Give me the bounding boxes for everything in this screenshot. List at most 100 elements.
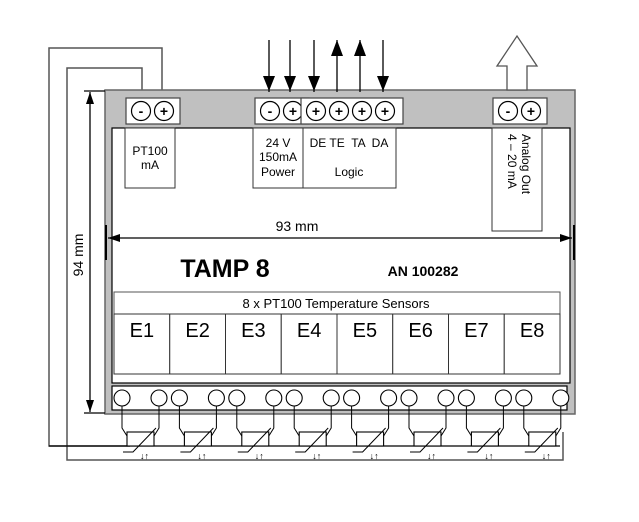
sensor-terminal-e8-1[interactable]: [515, 389, 533, 407]
power-label-line1: 24 V: [266, 136, 291, 150]
minus-sign-icon: -: [268, 103, 273, 119]
pt100-sensor-e8-icon: [528, 431, 557, 447]
pt100-sensor-e3-icon: [241, 431, 270, 447]
temperature-arrows-icon: ↓↑: [542, 451, 551, 461]
sensor-lead: [408, 406, 415, 437]
sensor-lead: [351, 406, 358, 437]
temperature-arrows-icon: ↓↑: [427, 451, 436, 461]
resistor-slash: [352, 427, 386, 453]
signal-in-arrow-icon: [284, 76, 296, 91]
plus-sign-icon: +: [289, 103, 297, 119]
logic-terminal-2[interactable]: [328, 100, 350, 122]
sensor-terminal-e1-2[interactable]: [150, 389, 168, 407]
logic-signal-names: DE TE TA DA: [310, 136, 389, 150]
analog-label-line1: Analog Out: [519, 134, 533, 195]
analog-output-arrow-icon: [495, 34, 539, 91]
signal-in-arrow-icon: [308, 76, 320, 91]
width-arrowhead-left-icon: [108, 234, 120, 242]
pt100-label-box: [124, 127, 176, 189]
width-label: 93 mm: [276, 218, 319, 234]
sensor-lead: [465, 406, 472, 437]
logic-label-box: [302, 127, 397, 189]
sensor-lead: [383, 406, 390, 437]
pt100-sensor-e1-icon: [126, 431, 155, 447]
sensor-lead: [523, 406, 530, 437]
sensor-terminal-e6-2[interactable]: [437, 389, 455, 407]
temperature-arrows-icon: ↓↑: [312, 451, 321, 461]
channel-cell-e5: [336, 313, 394, 375]
sensor-header: 8 x PT100 Temperature Sensors: [243, 296, 430, 311]
plus-sign-icon: +: [160, 103, 168, 119]
analog-label-line2: 4 – 20 mA: [505, 134, 519, 189]
resistor-slash: [123, 427, 157, 453]
sensor-lead: [236, 406, 243, 437]
height-arrowhead-top-icon: [86, 92, 94, 104]
sensor-terminal-e7-2[interactable]: [494, 389, 512, 407]
resistor-slash: [295, 427, 329, 453]
resistor-slash: [180, 427, 214, 453]
sensor-lead: [178, 406, 185, 437]
height-label: 94 mm: [70, 234, 86, 277]
channel-cell-e4: [280, 313, 338, 375]
article-number: AN 100282: [388, 263, 459, 279]
analog-terminal-1[interactable]: [497, 100, 519, 122]
plus-sign-icon: +: [381, 103, 389, 119]
pt100-sensor-e2-icon: [183, 431, 212, 447]
sensor-terminal-e6-1[interactable]: [400, 389, 418, 407]
sensor-lead: [497, 406, 504, 437]
pt100-label-line2: mA: [141, 158, 159, 172]
sensor-terminal-e4-2[interactable]: [322, 389, 340, 407]
pt100-sensor-e4-icon: [298, 431, 327, 447]
sensor-terminal-e4-1[interactable]: [285, 389, 303, 407]
pt100-terminal-1[interactable]: [130, 100, 152, 122]
sensor-terminal-e3-2[interactable]: [265, 389, 283, 407]
inner-loop-wire: [66, 67, 564, 461]
signal-in-arrow-icon: [263, 76, 275, 91]
power-label-box: [252, 127, 304, 189]
pt100-label-line1: PT100: [132, 144, 168, 158]
minus-sign-icon: -: [506, 103, 511, 119]
sensor-lead: [555, 406, 562, 437]
channel-label: E2: [185, 320, 209, 342]
sensor-terminal-e1-1[interactable]: [113, 389, 131, 407]
channel-cell-e6: [392, 313, 449, 375]
analog-label-box: [491, 127, 543, 232]
sensor-lead: [121, 406, 128, 437]
sensor-terminal-e7-1[interactable]: [457, 389, 475, 407]
temperature-arrows-icon: ↓↑: [255, 451, 264, 461]
sensor-terminal-e2-2[interactable]: [207, 389, 225, 407]
signal-out-arrow-icon: [331, 40, 343, 56]
plus-sign-icon: +: [358, 103, 366, 119]
pt100-terminal-2[interactable]: [153, 100, 175, 122]
sensor-terminal-e8-2[interactable]: [552, 389, 570, 407]
height-arrowhead-bottom-icon: [86, 400, 94, 412]
sensor-terminal-e5-1[interactable]: [343, 389, 361, 407]
signal-in-arrow-icon: [377, 76, 389, 91]
signal-out-arrow-icon: [354, 40, 366, 56]
channel-cell-e8: [503, 313, 561, 375]
resistor-slash: [410, 427, 444, 453]
logic-terminal-3[interactable]: [351, 100, 373, 122]
pt100-sensor-e7-icon: [470, 431, 499, 447]
power-label-line2: 150mA: [259, 150, 297, 164]
sensor-lead: [268, 406, 275, 437]
sensor-terminal-e2-1[interactable]: [170, 389, 188, 407]
logic-terminal-4[interactable]: [374, 100, 396, 122]
power-label-line3: Power: [261, 165, 295, 179]
pt100-sensor-e5-icon: [356, 431, 385, 447]
sensor-lead: [293, 406, 300, 437]
sensor-terminal-e3-1[interactable]: [228, 389, 246, 407]
sensor-terminal-e5-2[interactable]: [380, 389, 398, 407]
pt100-sensor-e6-icon: [413, 431, 442, 447]
plus-sign-icon: +: [312, 103, 320, 119]
logic-terminal-1[interactable]: [305, 100, 327, 122]
sensor-lead: [440, 406, 447, 437]
channel-cell-e7: [448, 313, 505, 375]
power-terminal-1[interactable]: [259, 100, 281, 122]
temperature-arrows-icon: ↓↑: [370, 451, 379, 461]
analog-terminal-2[interactable]: [520, 100, 542, 122]
channel-label: E5: [353, 320, 377, 342]
channel-label: E6: [408, 320, 432, 342]
plus-sign-icon: +: [335, 103, 343, 119]
